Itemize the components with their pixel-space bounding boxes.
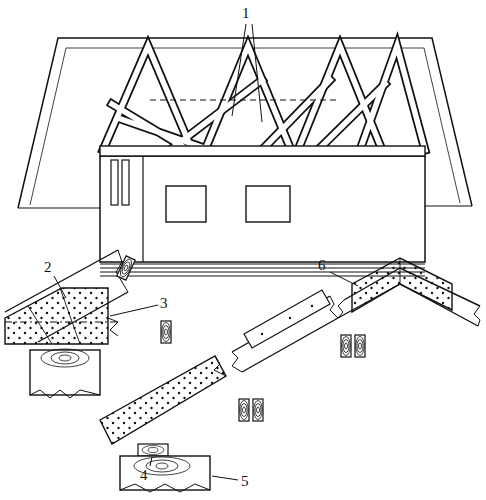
callout-number: 1 (242, 6, 250, 21)
callout-number: 2 (44, 260, 52, 275)
callout-number: 3 (160, 296, 168, 311)
callout-number: 6 (318, 258, 326, 273)
callout-number: 4 (140, 468, 148, 483)
callout-number: 5 (241, 474, 249, 489)
